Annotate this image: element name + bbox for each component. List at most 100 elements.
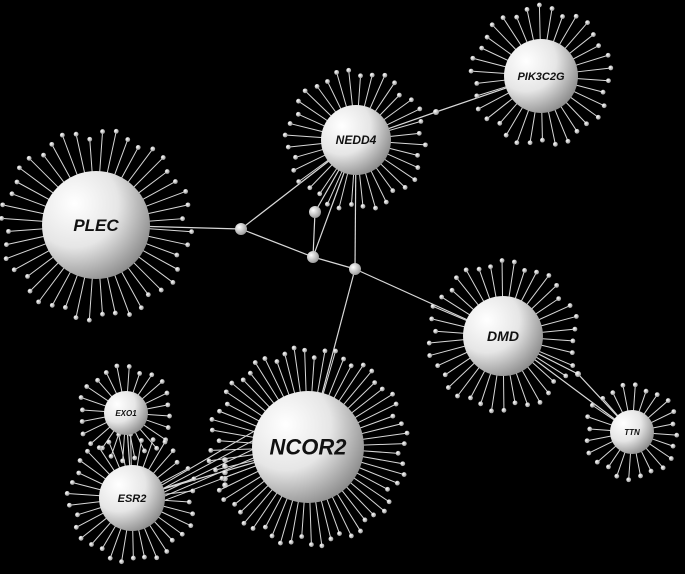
leaf-dot-nedd4 [418, 119, 424, 124]
spike-ncor2 [334, 489, 361, 532]
leaf-dot-esr2 [154, 555, 160, 561]
node-label-ttn: TTN [624, 428, 640, 437]
leaf-dot-dmd [556, 296, 562, 302]
spike-ncor2 [314, 496, 323, 546]
leaf-dot-exo1 [95, 377, 101, 383]
leaf-dot-ncor2 [319, 543, 325, 549]
spike-exo1 [144, 418, 169, 429]
spike-plec [61, 134, 80, 180]
node-ncor2[interactable]: NCOR2 [252, 391, 364, 503]
spike-pik3c2g [499, 100, 520, 124]
spike-nedd4 [316, 86, 338, 115]
leaf-dot-ttn [585, 414, 591, 420]
node-label-nedd4: NEDD4 [336, 133, 377, 147]
leaf-dot-esr2 [85, 448, 90, 454]
spike-esr2 [152, 519, 173, 541]
leaf-dot-dmd [454, 275, 459, 281]
leaf-dot-ncor2 [229, 380, 235, 386]
leaf-dot-dmd [435, 363, 441, 369]
leaf-dot-ncor2 [333, 348, 338, 354]
spike-dmd [441, 296, 473, 318]
spike-ncor2 [249, 372, 278, 408]
leaf-dot-ncor2 [232, 501, 238, 507]
leaf-dot-ncor2 [390, 391, 395, 397]
spike-ncor2 [316, 350, 326, 398]
leaf-dot-exo1 [142, 448, 147, 454]
spike-ncor2 [358, 450, 399, 454]
leaf-dot-pik3c2g [540, 137, 545, 143]
spike-dmd [437, 350, 471, 367]
spike-ncor2 [242, 379, 274, 412]
spike-dmd [532, 298, 559, 317]
leaf-dot-pik3c2g [585, 20, 590, 25]
node-exo1[interactable]: EXO1 [104, 391, 148, 435]
spike-plec [16, 181, 54, 203]
leaf-dot-plec [49, 141, 55, 147]
leaf-dot-ncor2 [278, 540, 283, 546]
leaf-dot-ncor2 [252, 360, 258, 365]
leaf-dot-dmd [512, 400, 518, 406]
leaf-dot-esr2 [162, 439, 168, 445]
leaf-dot-dmd [567, 303, 573, 308]
spike-dmd [456, 277, 481, 309]
spike-ttn [587, 416, 614, 427]
node-esr2[interactable]: ESR2 [99, 465, 165, 531]
leaf-dot-dmd [449, 287, 455, 293]
leaf-dot-ttn [674, 432, 680, 438]
leaf-dot-ttn [626, 477, 632, 483]
leaf-dot-ncor2 [400, 461, 406, 467]
spike-dmd [465, 269, 486, 305]
leaf-dot-dmd [570, 363, 576, 368]
spike-ncor2 [346, 479, 385, 512]
leaf-dot-pik3c2g [468, 68, 474, 74]
spike-esr2 [146, 441, 166, 473]
spike-nedd4 [368, 75, 386, 112]
spike-ncor2 [304, 350, 307, 397]
leaf-dot-ncor2 [238, 509, 243, 515]
node-dmd[interactable]: DMD [463, 296, 543, 376]
spike-esr2 [80, 516, 110, 539]
spike-dmd [478, 269, 492, 303]
leaf-dot-dmd [478, 401, 484, 407]
spike-ttn [651, 432, 677, 436]
leaf-dot-dmd [463, 267, 469, 273]
leaf-dot-pik3c2g [475, 106, 481, 112]
leaf-dot-exo1 [165, 425, 171, 430]
leaf-dot-plec [4, 242, 9, 248]
node-plec[interactable]: PLEC [42, 171, 150, 279]
spike-plec [141, 190, 186, 209]
spike-nedd4 [327, 81, 343, 112]
leaf-dot-ncor2 [369, 368, 375, 374]
spike-plec [89, 139, 93, 177]
spike-pik3c2g [562, 22, 588, 52]
spike-nedd4 [381, 99, 412, 122]
leaf-dot-exo1 [80, 431, 86, 437]
leaf-dot-pik3c2g [474, 93, 480, 99]
spike-ncor2 [311, 357, 315, 397]
leaf-dot-plec [14, 179, 20, 185]
spike-pik3c2g [538, 5, 541, 43]
spike-plec [112, 270, 131, 315]
leaf-dot-plec [183, 189, 189, 194]
leaf-dot-esr2 [174, 459, 180, 465]
leaf-dot-nedd4 [416, 130, 422, 136]
spike-pik3c2g [573, 83, 604, 93]
spike-esr2 [78, 472, 106, 486]
leaf-dot-dmd [442, 372, 448, 378]
leaf-dot-ncor2 [213, 467, 218, 473]
node-nedd4[interactable]: NEDD4 [321, 105, 391, 175]
spike-pik3c2g [545, 8, 553, 44]
leaf-dot-exo1 [88, 441, 94, 447]
node-pik3c2g[interactable]: PIK3C2G [504, 39, 578, 113]
leaf-dot-ncor2 [302, 347, 308, 353]
leaf-dot-dmd [427, 353, 433, 358]
spike-ttn [635, 451, 642, 477]
spike-plec [13, 247, 54, 271]
hub-f [575, 371, 581, 377]
spike-ncor2 [243, 485, 276, 524]
spike-exo1 [142, 423, 166, 441]
node-ttn[interactable]: TTN [610, 410, 654, 454]
spike-nedd4 [381, 157, 416, 181]
leaf-dot-ttn [587, 426, 593, 432]
spike-dmd [520, 367, 541, 403]
